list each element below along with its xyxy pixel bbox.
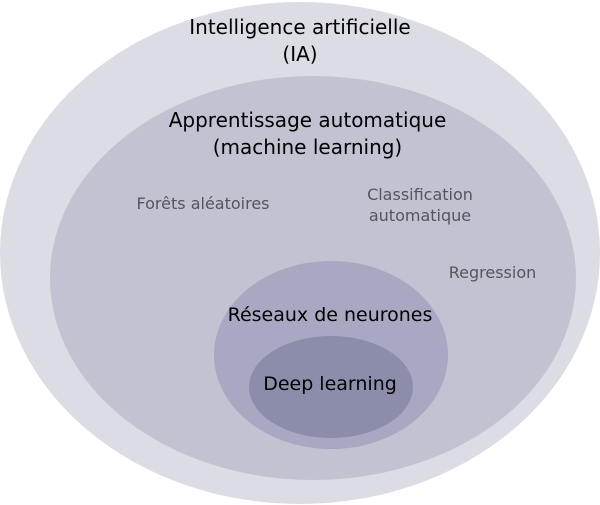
label-forets-aleatoires: Forêts aléatoires [113, 193, 293, 215]
label-ia-line1: Intelligence artificielle [189, 15, 411, 39]
label-regression-text: Regression [448, 263, 537, 282]
label-classif-line1: Classification [367, 185, 473, 204]
label-reseaux-de-neurones: Réseaux de neurones [190, 303, 470, 329]
label-ia-line2: (IA) [282, 42, 318, 66]
label-reseaux-text: Réseaux de neurones [227, 304, 433, 326]
label-forets-text: Forêts aléatoires [136, 194, 270, 213]
label-apprentissage-automatique: Apprentissage automatique (machine learn… [150, 107, 465, 161]
label-ml-line1: Apprentissage automatique [168, 108, 447, 132]
label-ml-line2: (machine learning) [212, 135, 403, 159]
label-classification-automatique: Classification automatique [345, 185, 495, 227]
label-deep-text: Deep learning [263, 373, 397, 395]
label-deep-learning: Deep learning [230, 372, 430, 398]
label-classif-line2: automatique [368, 205, 472, 225]
label-regression: Regression [425, 262, 560, 284]
ellipse-deep-learning [249, 336, 413, 438]
label-intelligence-artificielle: Intelligence artificielle (IA) [150, 14, 450, 68]
